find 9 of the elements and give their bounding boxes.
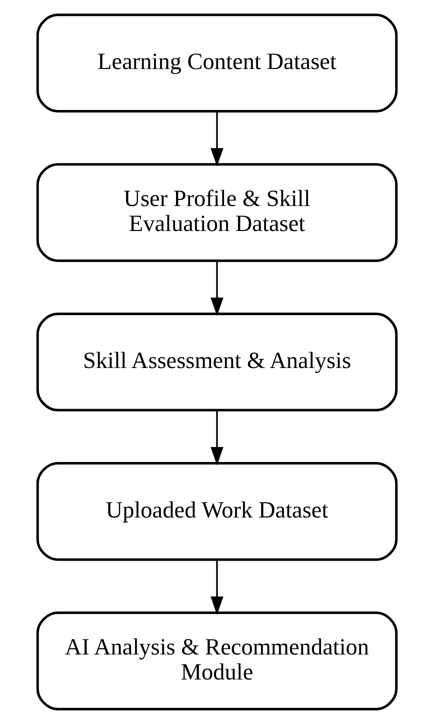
- arrow: [210, 261, 224, 316]
- node-box: AI Analysis & Recommendation Module: [36, 612, 398, 710]
- arrow: [210, 560, 224, 615]
- node-box: Learning Content Dataset: [36, 14, 398, 112]
- node-box: User Profile & Skill Evaluation Dataset: [36, 163, 398, 262]
- arrow: [210, 112, 224, 166]
- node-box: Uploaded Work Dataset: [36, 462, 398, 561]
- arrow: [210, 410, 224, 466]
- node-box: Skill Assessment & Analysis: [36, 312, 398, 412]
